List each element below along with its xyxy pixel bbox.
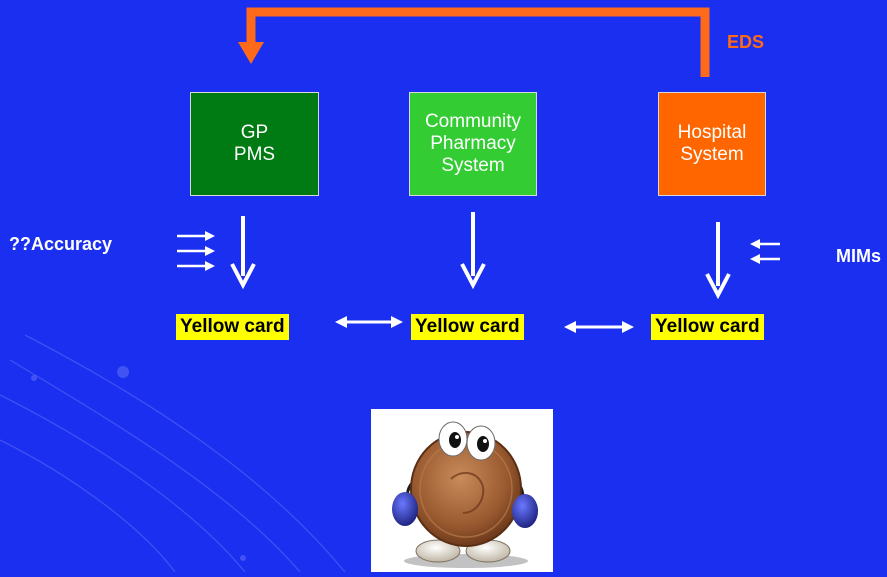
yellow-card-gp: Yellow card bbox=[176, 314, 289, 340]
accuracy-arrows bbox=[177, 234, 208, 268]
gp-box-line-1: GP bbox=[240, 122, 269, 143]
accuracy-label: ??Accuracy bbox=[9, 234, 113, 254]
down-arrow-pharmacy bbox=[460, 212, 486, 290]
pharmacy-box-line-3: System bbox=[441, 155, 505, 176]
mascot-image-frame bbox=[371, 409, 553, 572]
eds-arrowhead bbox=[238, 42, 264, 64]
penny-mascot-icon bbox=[392, 421, 538, 568]
yellow-card-pharmacy: Yellow card bbox=[411, 314, 524, 340]
hospital-system-box: Hospital System bbox=[658, 92, 766, 196]
gp-box-line-2: PMS bbox=[233, 144, 276, 165]
eds-line bbox=[246, 7, 710, 77]
hospital-box-line-2: System bbox=[680, 144, 744, 165]
down-arrow-hospital bbox=[705, 222, 731, 300]
gp-pms-box: GP PMS bbox=[190, 92, 319, 196]
hospital-box-line-1: Hospital bbox=[677, 122, 747, 143]
mims-label: MIMs bbox=[836, 246, 881, 266]
eds-label: EDS bbox=[727, 32, 765, 52]
yellow-card-hospital: Yellow card bbox=[651, 314, 764, 340]
community-pharmacy-box: Community Pharmacy System bbox=[409, 92, 537, 196]
pharmacy-box-line-2: Pharmacy bbox=[430, 133, 516, 154]
mims-arrows bbox=[758, 242, 780, 261]
pharmacy-box-line-1: Community bbox=[424, 111, 522, 132]
down-arrow-gp bbox=[230, 216, 256, 290]
